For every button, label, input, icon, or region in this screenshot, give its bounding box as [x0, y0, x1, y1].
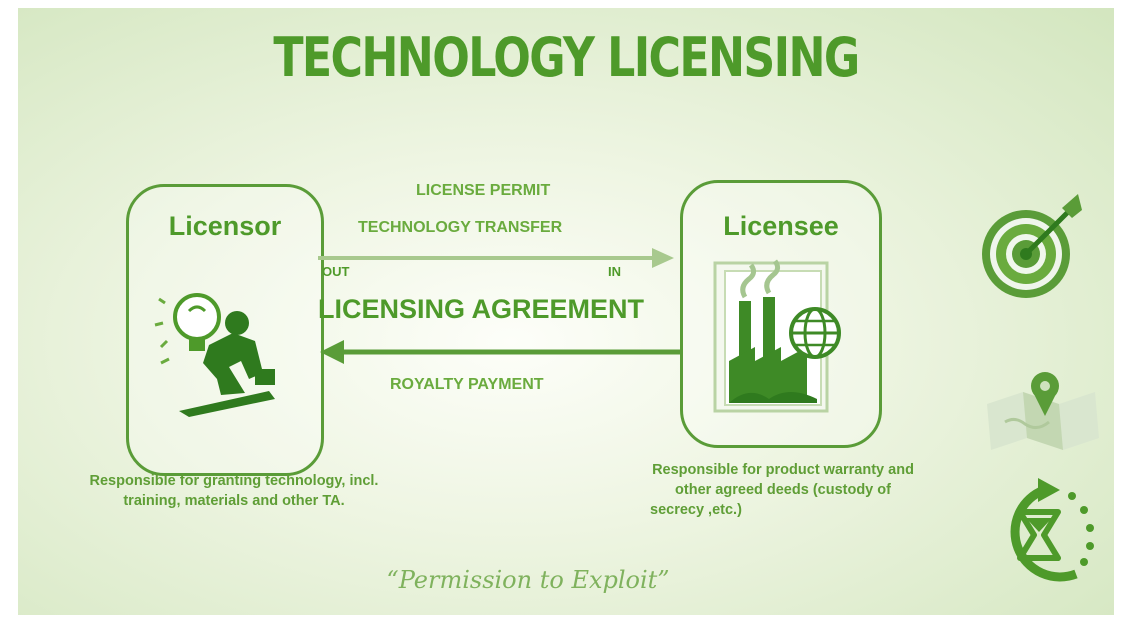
licensee-box: Licensee — [680, 180, 882, 448]
technology-transfer-label: TECHNOLOGY TRANSFER — [358, 219, 563, 236]
royalty-arrow — [320, 340, 680, 364]
map-pin-icon — [987, 372, 1099, 450]
in-label: IN — [608, 264, 621, 279]
license-permit-label: LICENSE PERMIT — [416, 182, 551, 199]
licensee-description-line: other agreed deeds (custody of — [675, 482, 891, 498]
licensee-description-line: Responsible for product warranty and — [652, 462, 914, 478]
licensor-box: Licensor — [126, 184, 324, 476]
target-arrow-icon — [982, 194, 1082, 298]
licensor-label: Licensor — [168, 211, 282, 241]
royalty-payment-label: ROYALTY PAYMENT — [390, 376, 544, 393]
hourglass-refresh-icon — [1010, 478, 1094, 582]
licensee-label: Licensee — [723, 211, 839, 241]
lightbulb-pusher-icon — [154, 293, 275, 417]
licensee-description-line: secrecy ,etc.) — [650, 502, 742, 518]
licensor-description-line: Responsible for granting technology, inc… — [89, 473, 379, 489]
licensee-description: Responsible for product warranty and oth… — [610, 460, 956, 520]
tagline-quote: “Permission to Exploit” — [386, 566, 670, 594]
out-label: OUT — [322, 264, 350, 279]
transfer-arrow — [318, 248, 674, 268]
licensor-description: Responsible for granting technology, inc… — [64, 471, 404, 511]
licensor-description-line: training, materials and other TA. — [123, 493, 345, 509]
factory-globe-icon — [713, 259, 841, 413]
slide: TECHNOLOGY LICENSING Licensor Licensee — [18, 8, 1114, 615]
licensing-agreement-label: LICENSING AGREEMENT — [318, 294, 645, 324]
page-title: TECHNOLOGY LICENSING — [273, 26, 860, 89]
